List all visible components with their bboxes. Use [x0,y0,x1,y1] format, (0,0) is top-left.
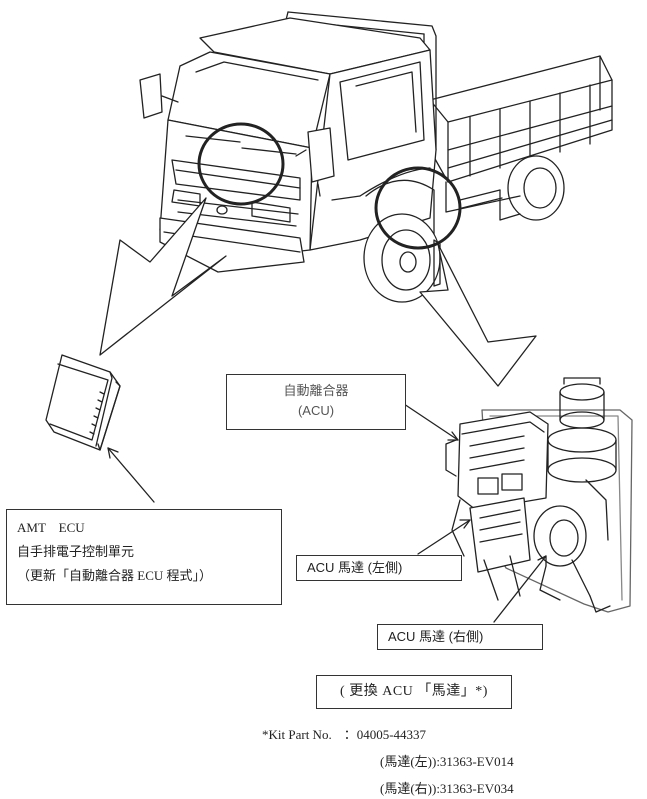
truck-icon [139,11,613,303]
ecu-update-note: （更新「自動離合器 ECU 程式」） [17,568,213,583]
motor-left-label: ACU 馬達 (左側) [296,555,462,581]
arrow-to-ecu [99,197,227,356]
motor-left-pointer [417,519,471,555]
acu-icon [445,377,633,613]
ecu-title: AMT ECU [17,520,85,535]
ecu-location-circle [197,122,285,206]
motor-right-label: ACU 馬達 (右側) [377,624,543,650]
acu-subtitle: (ACU) [297,403,335,418]
kit-part-label: *Kit Part No. [262,727,332,742]
arrow-to-acu [419,243,537,387]
kit-part-value: ：04005-44337 [343,727,427,742]
kit-motor-left: (馬達(左)):31363-EV014 [380,754,514,769]
ecu-description: 自手排電子控制單元 [17,544,135,559]
kit-part-number: *Kit Part No. ：04005-44337 [262,724,426,743]
ecu-icon [45,354,121,451]
acu-title: 自動離合器 [283,383,349,398]
kit-motor-right: (馬達(右)):31363-EV034 [380,781,514,796]
acu-label-box: 自動離合器 (ACU) [226,374,406,430]
acu-location-circle [374,166,462,250]
replace-motor-label: ( 更換 ACU 「馬達」*) [316,675,512,709]
motor-right-pointer [493,555,547,623]
ecu-label-box: AMT ECU 自手排電子控制單元 （更新「自動離合器 ECU 程式」） [6,509,282,605]
acu-pointer [403,403,459,441]
ecu-pointer [107,447,155,503]
